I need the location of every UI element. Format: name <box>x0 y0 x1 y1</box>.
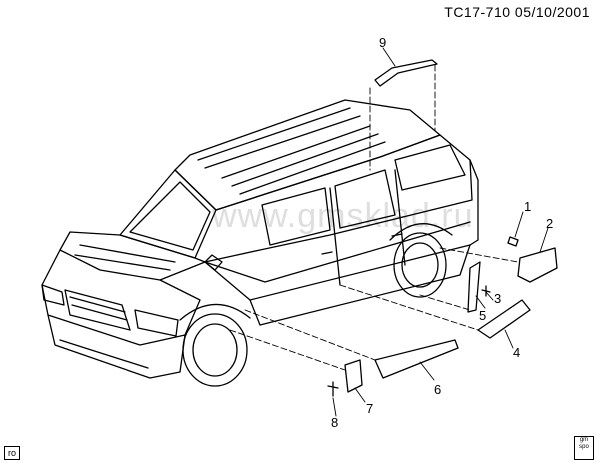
callout-2: 2 <box>546 216 553 231</box>
part-9-weatherstrip <box>374 59 438 87</box>
part-8-clip <box>327 381 339 397</box>
callout-7: 7 <box>366 401 373 416</box>
callout-5: 5 <box>479 308 486 323</box>
part-4-rocker-rear <box>477 299 531 339</box>
drawing-id: TC17-710 05/10/2001 <box>444 4 590 20</box>
suv-body <box>41 99 479 387</box>
callout-labels: 1 2 3 4 5 6 7 8 9 <box>331 35 553 430</box>
callout-8: 8 <box>331 415 338 430</box>
drawing-code: TC17-710 <box>444 4 511 20</box>
part-1-clip <box>507 236 519 247</box>
part-6-rocker-front <box>374 339 459 379</box>
part-2-rear-flare <box>517 247 558 283</box>
part-5-rear-molding <box>467 261 481 313</box>
callout-4: 4 <box>513 345 520 360</box>
watermark: www.gmsklad.ru <box>212 197 474 235</box>
drawing-date: 05/10/2001 <box>514 4 590 20</box>
callout-6: 6 <box>434 382 441 397</box>
part-3-screw <box>481 285 491 297</box>
part-7-front-flap <box>344 359 363 393</box>
corner-tag: ro <box>4 446 21 460</box>
callout-3: 3 <box>494 291 501 306</box>
callout-9: 9 <box>379 35 386 50</box>
callout-leaders <box>332 47 549 417</box>
leader-lines <box>229 64 519 371</box>
callout-1: 1 <box>524 199 531 214</box>
gm-logo: gm spo <box>574 436 594 460</box>
